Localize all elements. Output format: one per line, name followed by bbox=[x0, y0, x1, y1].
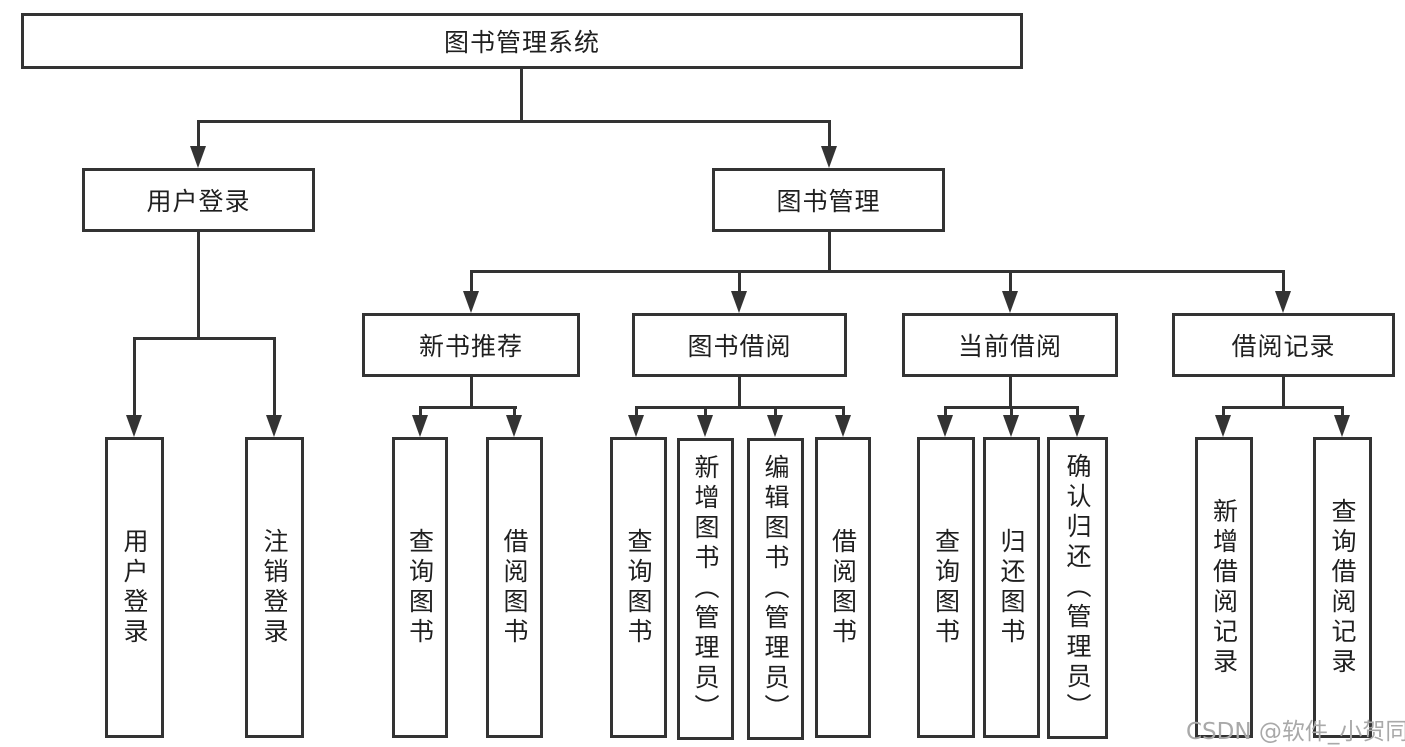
node-book-borrow: 图书借阅 bbox=[632, 313, 847, 377]
connector-line bbox=[197, 120, 831, 123]
connector-line bbox=[738, 377, 741, 408]
arrow-down-icon bbox=[1002, 291, 1018, 313]
connector-line bbox=[704, 406, 707, 418]
arrow-down-icon bbox=[412, 415, 428, 437]
connector-line bbox=[273, 337, 276, 417]
connector-line bbox=[774, 406, 777, 418]
arrow-down-icon bbox=[731, 291, 747, 313]
arrow-down-icon bbox=[1215, 415, 1231, 437]
node-book-management: 图书管理 bbox=[712, 168, 945, 232]
arrow-down-icon bbox=[126, 415, 142, 437]
connector-line bbox=[1222, 406, 1225, 418]
connector-line bbox=[944, 406, 947, 418]
connector-line bbox=[197, 232, 200, 339]
connector-line bbox=[1010, 406, 1013, 418]
leaf-borrow-books-borrow: 借阅图书 bbox=[815, 437, 871, 738]
connector-line bbox=[1009, 377, 1012, 408]
connector-line bbox=[133, 337, 136, 417]
arrow-down-icon bbox=[821, 146, 837, 168]
leaf-borrow-books-recommend: 借阅图书 bbox=[486, 437, 543, 738]
connector-line bbox=[470, 377, 473, 408]
arrow-down-icon bbox=[1334, 415, 1350, 437]
connector-line bbox=[842, 406, 845, 418]
connector-line bbox=[470, 270, 473, 293]
arrow-down-icon bbox=[506, 415, 522, 437]
node-new-book-recommend: 新书推荐 bbox=[362, 313, 580, 377]
connector-line bbox=[419, 406, 422, 418]
arrow-down-icon bbox=[1069, 415, 1085, 437]
arrow-down-icon bbox=[697, 415, 713, 437]
connector-line bbox=[1341, 406, 1344, 418]
leaf-return-books: 归还图书 bbox=[983, 437, 1040, 738]
leaf-user-login: 用户登录 bbox=[105, 437, 164, 738]
arrow-down-icon bbox=[1003, 415, 1019, 437]
connector-line bbox=[828, 120, 831, 148]
node-borrow-records: 借阅记录 bbox=[1172, 313, 1395, 377]
watermark: CSDN @软件_小贺同学 bbox=[1186, 719, 1405, 745]
arrow-down-icon bbox=[628, 415, 644, 437]
connector-line bbox=[470, 270, 1285, 273]
leaf-confirm-return-admin: 确认归还（管理员） bbox=[1047, 437, 1108, 739]
arrow-down-icon bbox=[835, 415, 851, 437]
connector-line bbox=[1076, 406, 1079, 418]
connector-line bbox=[738, 270, 741, 293]
node-library-system: 图书管理系统 bbox=[21, 13, 1023, 69]
arrow-down-icon bbox=[266, 415, 282, 437]
arrow-down-icon bbox=[190, 146, 206, 168]
leaf-add-book-admin: 新增图书（管理员） bbox=[677, 438, 734, 740]
leaf-add-borrow-record: 新增借阅记录 bbox=[1195, 437, 1253, 738]
leaf-query-books-borrow: 查询图书 bbox=[610, 437, 667, 738]
connector-line bbox=[1222, 406, 1344, 409]
arrow-down-icon bbox=[1275, 291, 1291, 313]
arrow-down-icon bbox=[937, 415, 953, 437]
connector-line bbox=[635, 406, 845, 409]
connector-line bbox=[419, 406, 517, 409]
connector-line bbox=[197, 120, 200, 148]
connector-line bbox=[635, 406, 638, 418]
arrow-down-icon bbox=[463, 291, 479, 313]
node-user-login: 用户登录 bbox=[82, 168, 315, 232]
connector-line bbox=[828, 232, 831, 273]
connector-line bbox=[1282, 377, 1285, 408]
leaf-query-books-current: 查询图书 bbox=[917, 437, 975, 738]
connector-line bbox=[520, 69, 523, 122]
connector-line bbox=[513, 406, 516, 418]
connector-line bbox=[1009, 270, 1012, 293]
leaf-query-books-recommend: 查询图书 bbox=[392, 437, 448, 738]
leaf-edit-book-admin: 编辑图书（管理员） bbox=[747, 438, 804, 740]
node-current-borrow: 当前借阅 bbox=[902, 313, 1118, 377]
leaf-logout: 注销登录 bbox=[245, 437, 304, 738]
arrow-down-icon bbox=[767, 415, 783, 437]
leaf-query-borrow-record: 查询借阅记录 bbox=[1313, 437, 1372, 738]
connector-line bbox=[133, 337, 276, 340]
connector-line bbox=[1282, 270, 1285, 293]
